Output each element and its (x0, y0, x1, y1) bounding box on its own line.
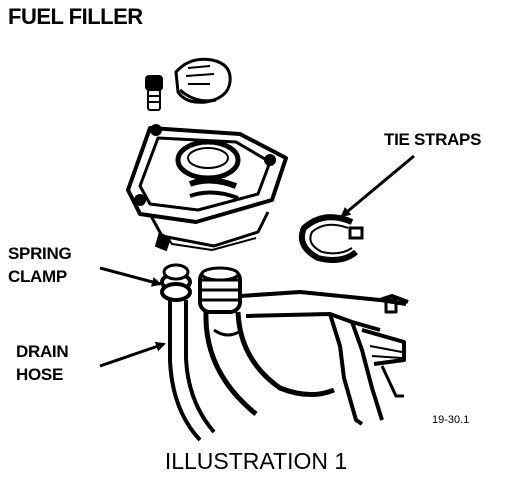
spring-clamp-arrow (99, 266, 162, 287)
tank-body (239, 290, 409, 426)
filler-housing (126, 124, 288, 251)
drain-hose-label: DRAIN HOSE (16, 342, 69, 384)
figure-code: 19-30.1 (432, 414, 470, 426)
spring-clamp-label: SPRING CLAMP (8, 244, 72, 286)
leader-arrows (99, 154, 415, 368)
tie-straps-label: TIE STRAPS (384, 130, 482, 149)
tie-strap (298, 214, 364, 263)
filler-hose (203, 311, 335, 416)
filler-cap (174, 57, 232, 104)
illustration-caption: ILLUSTRATION 1 (164, 448, 348, 474)
drain-hose-arrow (99, 341, 166, 368)
spring-clamp (160, 263, 192, 302)
filler-neck-fitting (198, 266, 242, 314)
tie-straps-arrow (340, 154, 415, 218)
drain-hose (168, 300, 216, 442)
diagram-title: FUEL FILLER (8, 4, 143, 29)
vent-plug (145, 75, 163, 111)
